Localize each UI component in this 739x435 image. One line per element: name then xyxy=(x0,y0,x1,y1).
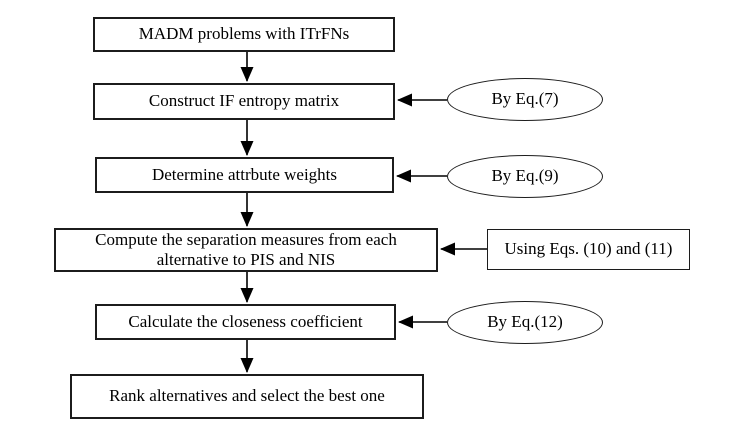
step-box-separation-measures: Compute the separation measures from eac… xyxy=(54,228,438,272)
annotation-ellipse-eq9: By Eq.(9) xyxy=(447,155,603,198)
step-label: MADM problems with ITrFNs xyxy=(138,24,350,44)
annotation-label: By Eq.(9) xyxy=(491,166,559,186)
step-label: Compute the separation measures from eac… xyxy=(95,229,397,269)
annotation-label: Using Eqs. (10) and (11) xyxy=(504,239,673,259)
step-box-madm-problems: MADM problems with ITrFNs xyxy=(93,17,395,52)
annotation-rect-eq10-11: Using Eqs. (10) and (11) xyxy=(487,229,690,270)
step-label: Determine attrbute weights xyxy=(151,164,338,184)
annotation-label: By Eq.(12) xyxy=(487,312,563,332)
step-label: Rank alternatives and select the best on… xyxy=(109,386,385,406)
annotation-label: By Eq.(7) xyxy=(491,89,559,109)
step-box-attribute-weights: Determine attrbute weights xyxy=(95,157,394,193)
step-label: Calculate the closeness coefficient xyxy=(128,311,363,331)
annotation-ellipse-eq12: By Eq.(12) xyxy=(447,301,603,344)
step-box-closeness-coefficient: Calculate the closeness coefficient xyxy=(95,304,396,340)
step-label: Construct IF entropy matrix xyxy=(148,91,340,111)
step-box-rank-alternatives: Rank alternatives and select the best on… xyxy=(70,374,424,419)
annotation-ellipse-eq7: By Eq.(7) xyxy=(447,78,603,121)
step-box-entropy-matrix: Construct IF entropy matrix xyxy=(93,83,395,120)
